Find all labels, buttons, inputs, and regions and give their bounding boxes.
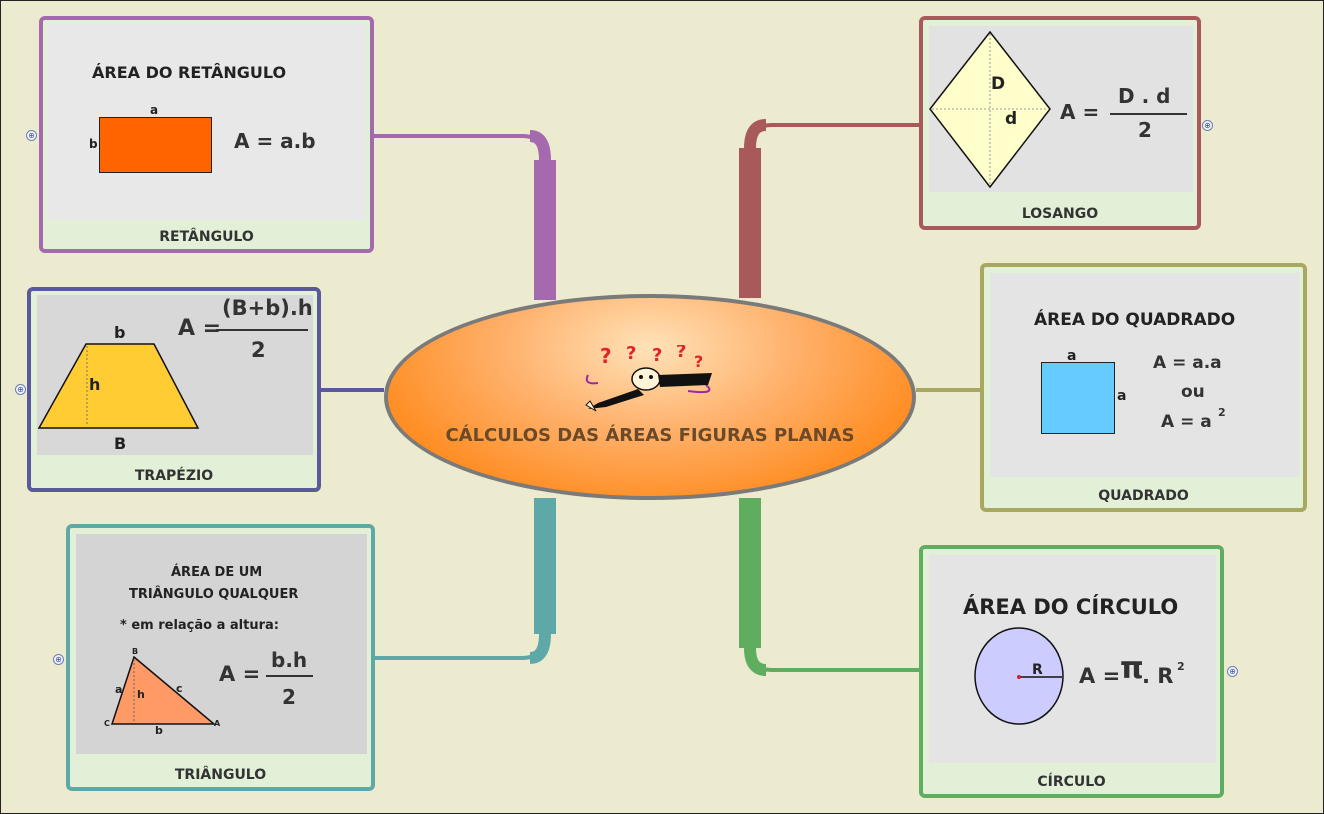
formula-denominator: 2	[1138, 118, 1152, 142]
svg-text:?: ?	[626, 345, 636, 364]
square-shape	[1041, 362, 1115, 434]
formula-lhs: A =	[178, 316, 222, 341]
svg-text:?: ?	[676, 345, 686, 362]
expand-circulo-icon[interactable]: ⊕	[1227, 666, 1238, 677]
formula-line1: A = a.a	[1153, 353, 1222, 373]
side-b-label: b	[155, 724, 163, 737]
fraction-bar	[216, 329, 308, 331]
formula-line3: A = a	[1161, 412, 1212, 432]
side-a-label: a	[115, 683, 123, 696]
node-caption: RETÂNGULO	[159, 229, 254, 245]
formula-lhs: A =	[1060, 100, 1100, 124]
side-right-label: a	[1117, 388, 1127, 404]
svg-text:?: ?	[652, 345, 662, 366]
side-top-label: a	[1067, 348, 1077, 364]
node-quadrado[interactable]: QUADRADO	[980, 263, 1307, 512]
heading: ÁREA DO CÍRCULO	[963, 595, 1179, 619]
formula-numerator: b.h	[271, 648, 308, 672]
bottom-base-label: B	[114, 434, 127, 453]
rhombus-shape	[929, 30, 1051, 189]
formula-denominator: 2	[251, 338, 266, 362]
node-caption: QUADRADO	[1098, 488, 1189, 504]
node-triangulo[interactable]: TRIÂNGULO	[66, 524, 375, 791]
height-label: h	[137, 688, 145, 701]
svg-text:?: ?	[694, 352, 703, 371]
side-c-label: c	[176, 682, 183, 695]
radius-label: R	[1032, 662, 1043, 678]
exponent: 2	[1177, 660, 1185, 673]
height-label: h	[89, 375, 101, 394]
vertex-b-label: B	[132, 647, 139, 656]
formula-numerator: (B+b).h	[222, 296, 313, 320]
formula-numerator: D . d	[1118, 84, 1171, 108]
node-circulo[interactable]: CÍRCULO	[919, 545, 1224, 798]
exponent: 2	[1218, 406, 1226, 419]
heading: ÁREA DO RETÂNGULO	[92, 63, 287, 82]
circle-shape	[974, 627, 1064, 725]
connector-triangulo	[374, 498, 547, 660]
formula-line2: ou	[1181, 382, 1205, 402]
fraction-bar	[266, 675, 313, 677]
vertex-c-label: C	[104, 719, 110, 728]
formula-lhs: A =	[1079, 664, 1121, 688]
central-topic-title: CÁLCULOS DAS ÁREAS FIGURAS PLANAS	[445, 425, 855, 446]
side-b-label: b	[89, 137, 98, 151]
node-caption: CÍRCULO	[1037, 774, 1106, 790]
node-caption: LOSANGO	[1021, 206, 1099, 222]
svg-text:?: ?	[600, 345, 612, 368]
node-caption: TRAPÉZIO	[134, 468, 214, 484]
heading-line1: ÁREA DE UM	[171, 565, 263, 580]
triangle-shape	[110, 655, 217, 725]
formula-lhs: A =	[219, 662, 261, 686]
expand-triangulo-icon[interactable]: ⊕	[53, 654, 64, 665]
note: * em relação a altura:	[120, 618, 279, 633]
expand-retangulo-icon[interactable]: ⊕	[26, 130, 37, 141]
node-caption: TRIÂNGULO	[174, 767, 267, 783]
fraction-bar	[1110, 113, 1187, 115]
confused-person-icon: ? ? ? ? ?	[585, 345, 712, 412]
top-base-label: b	[114, 323, 126, 342]
vertex-a-label: A	[214, 719, 221, 728]
central-topic[interactable]	[384, 294, 916, 500]
heading: ÁREA DO QUADRADO	[1034, 310, 1236, 330]
side-a-label: a	[150, 103, 159, 117]
minor-diagonal-label: d	[1005, 109, 1018, 129]
connector-circulo	[748, 498, 922, 672]
trapezoid-shape	[37, 343, 200, 429]
major-diagonal-label: D	[991, 74, 1006, 94]
expand-trapezio-icon[interactable]: ⊕	[15, 384, 26, 395]
connector-retangulo	[374, 134, 547, 300]
rectangle-shape	[99, 117, 212, 173]
connector-losango	[748, 123, 922, 298]
formula: A = a.b	[234, 129, 316, 153]
formula-denominator: 2	[282, 685, 296, 709]
heading-line2: TRIÂNGULO QUALQUER	[129, 587, 299, 602]
formula-rhs: . R	[1142, 664, 1174, 688]
pi-symbol: π	[1120, 651, 1144, 686]
expand-losango-icon[interactable]: ⊕	[1202, 120, 1213, 131]
